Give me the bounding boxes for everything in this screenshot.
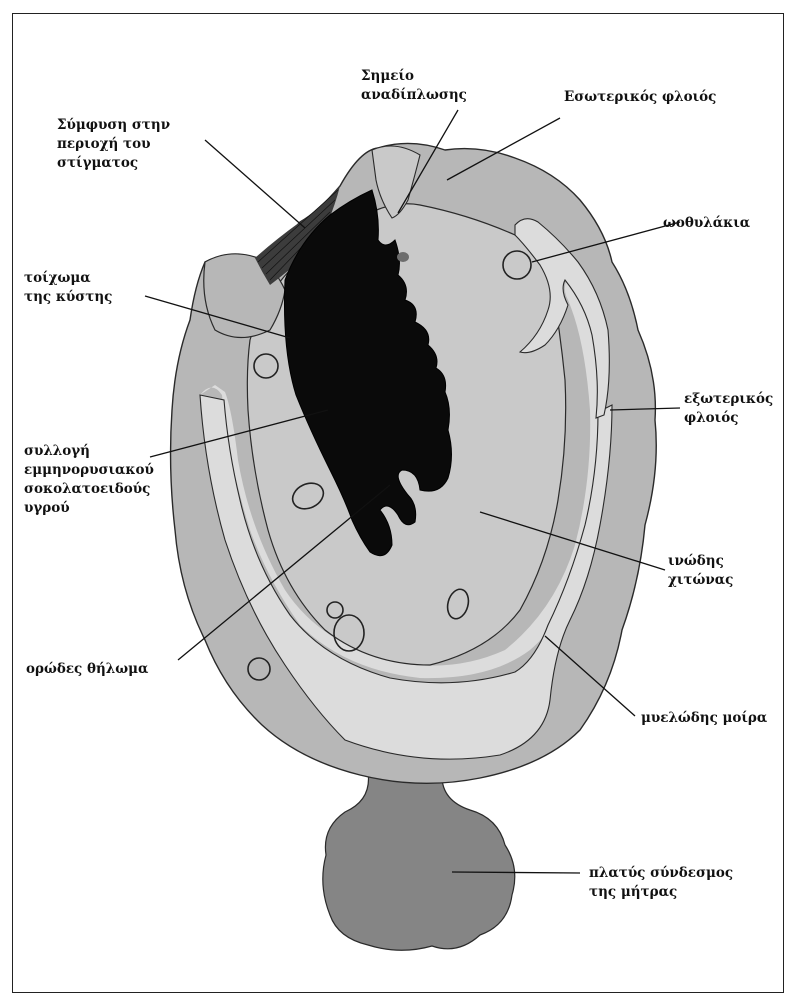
label-follicles: ωοθυλάκια: [663, 214, 750, 233]
label-inner-cortex: Εσωτερικός φλοιός: [564, 88, 716, 107]
label-outer-cortex: εξωτερικός φλοιός: [684, 390, 773, 428]
label-cyst-wall: τοίχωμα της κύστης: [24, 269, 112, 307]
label-medulla: μυελώδης μοίρα: [641, 709, 767, 728]
cyst-grey-spot: [397, 252, 409, 262]
broad-ligament-shape: [323, 772, 515, 950]
label-broad-ligament: πλατύς σύνδεσμος της μήτρας: [589, 864, 733, 902]
label-tunica-albuginea: ινώδης χιτώνας: [668, 552, 733, 590]
label-fold-point: Σημείο αναδίπλωσης: [361, 67, 467, 105]
label-serous-fold: ορώδες θήλωμα: [26, 660, 148, 679]
label-adhesion-stigma: Σύμφυση στην περιοχή του στίγματος: [57, 116, 170, 173]
label-chocolate-fluid: συλλογή εμμηνορυσιακού σοκολατοειδούς υγ…: [24, 442, 154, 518]
leader-adhesion: [205, 140, 305, 228]
